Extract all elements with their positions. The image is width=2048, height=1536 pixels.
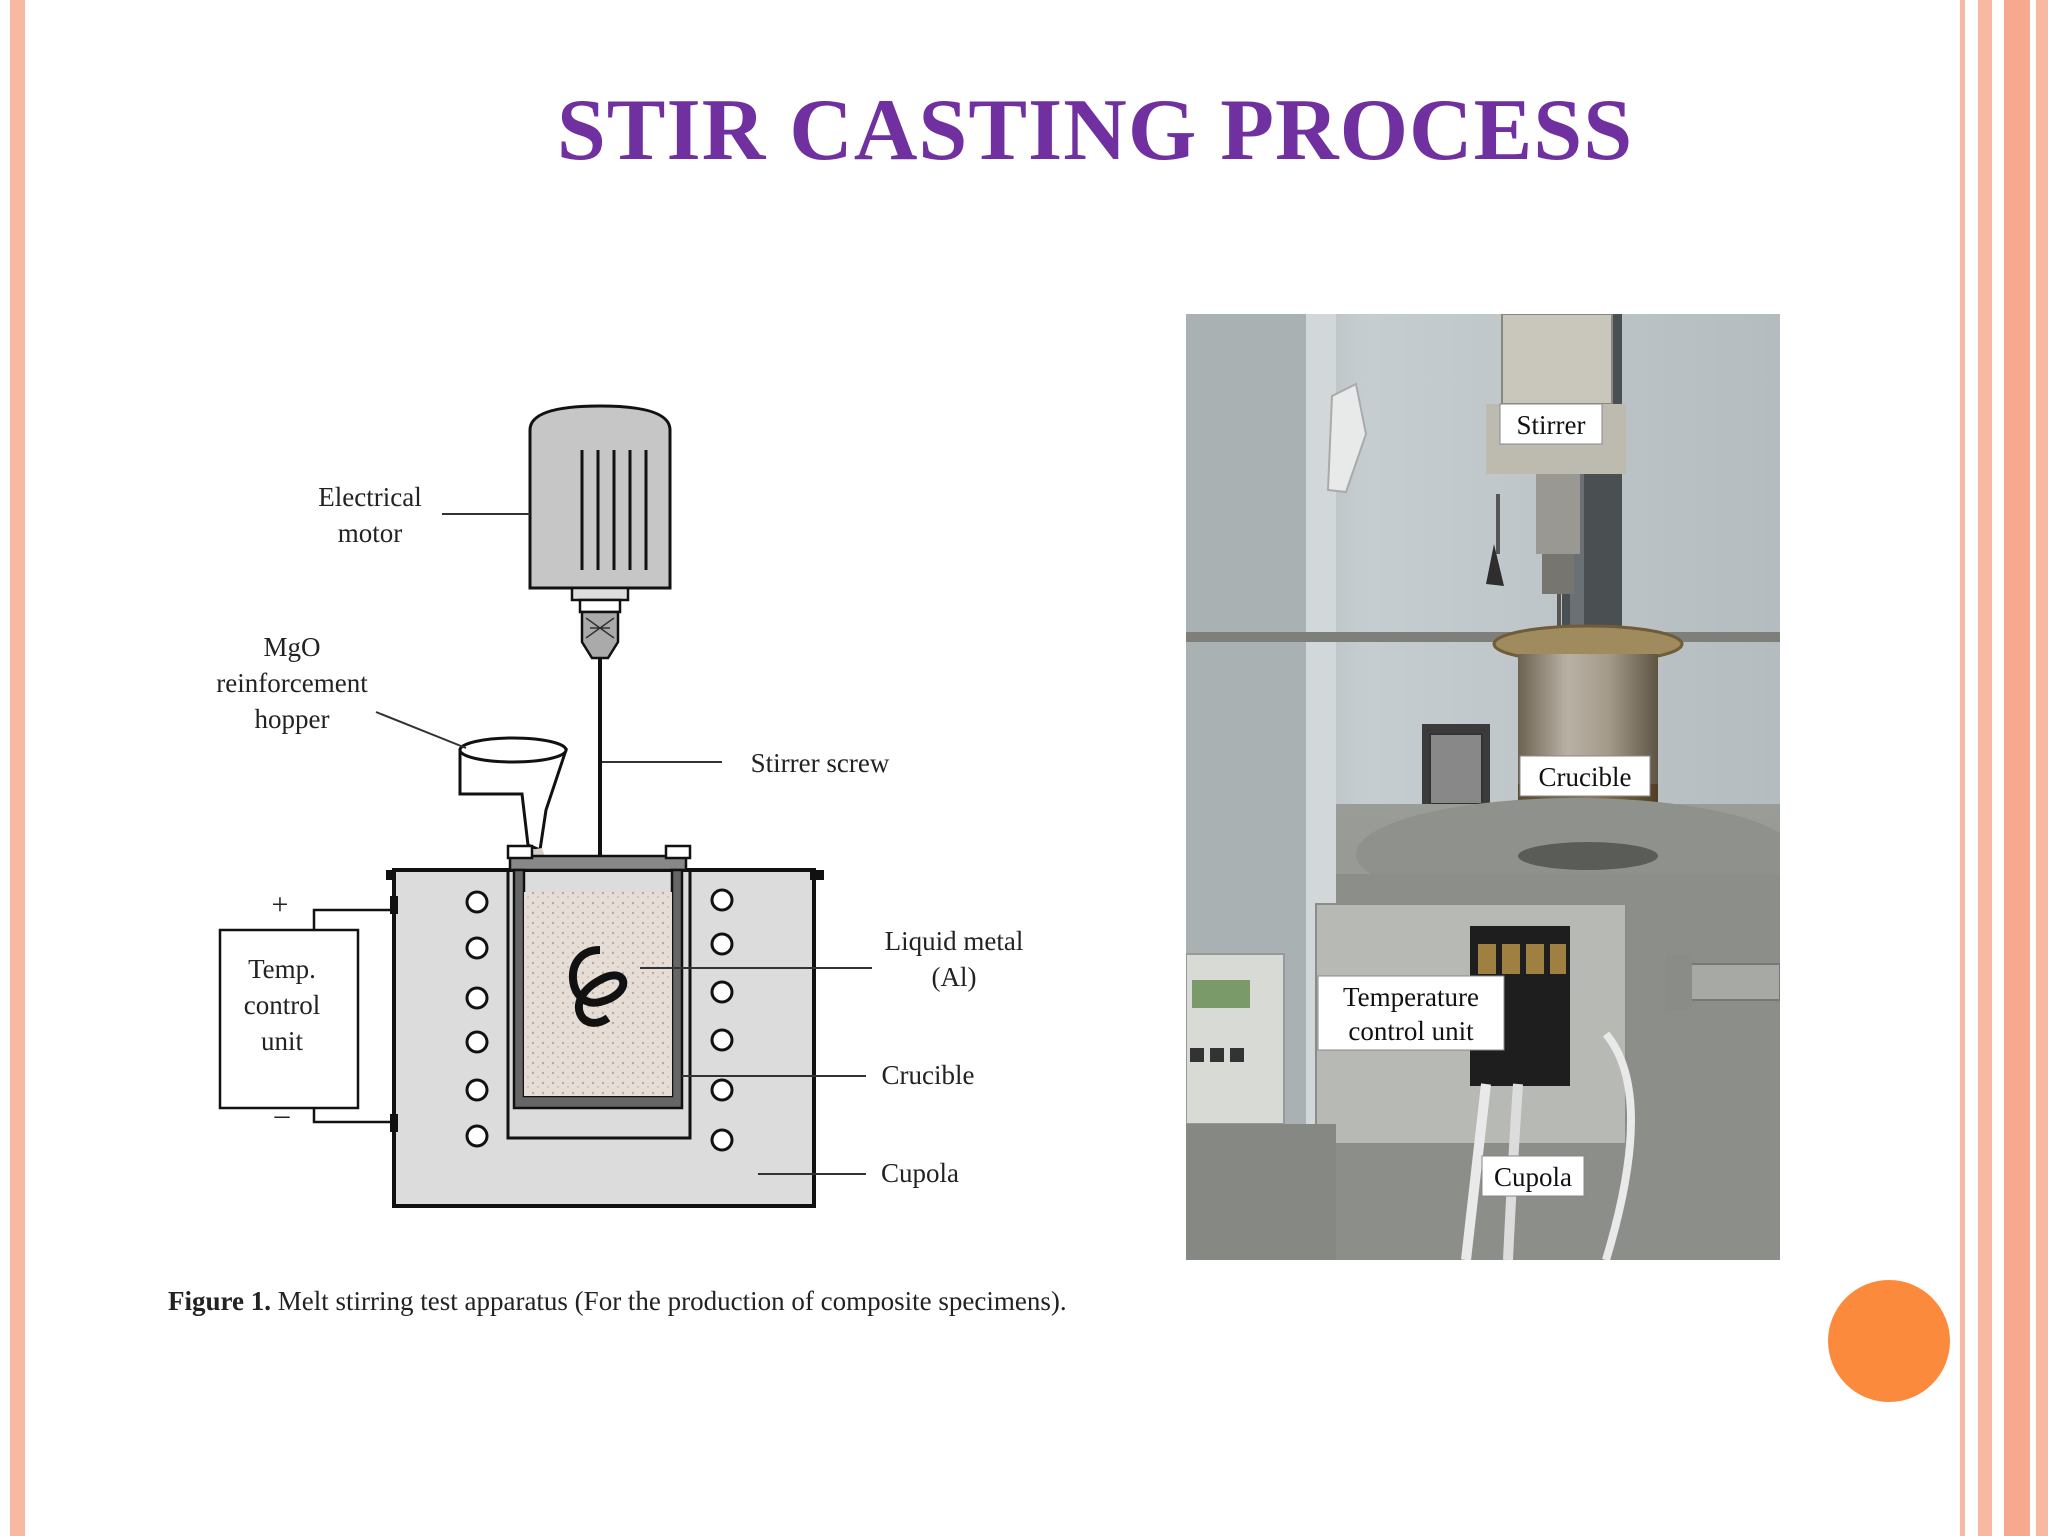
photo-label-box-temp (1317, 975, 1505, 1051)
label-hopper-3: hopper (255, 704, 330, 734)
photo-label-box-stirrer (1499, 403, 1603, 445)
slide-border-right (1960, 0, 1965, 1536)
label-liquid-metal-2: (Al) (932, 962, 977, 992)
photo-label-temp-2: control unit (1348, 1016, 1474, 1046)
slide-border-left (10, 0, 25, 1536)
photo-label-box-crucible (1519, 755, 1651, 797)
crucible (506, 844, 692, 1140)
label-temp-3: unit (261, 1026, 304, 1056)
label-liquid-metal-1: Liquid metal (885, 926, 1024, 956)
label-stirrer-screw: Stirrer screw (751, 748, 890, 778)
apparatus-photo: Stirrer Crucible Temperature control uni… (1186, 314, 1780, 1260)
slide-border-right (2036, 0, 2048, 1536)
label-cupola: Cupola (881, 1158, 959, 1188)
stir-casting-schematic: Electrical motor MgO reinforcement hoppe… (216, 404, 1024, 1208)
slide-title: STIR CASTING PROCESS (556, 82, 1634, 179)
photo-label-temp-1: Temperature (1343, 982, 1479, 1012)
label-temp-1: Temp. (248, 954, 316, 984)
photo-label-box-cupola (1481, 1155, 1585, 1197)
photo-label-crucible: Crucible (1539, 762, 1632, 792)
label-electrical-motor-2: motor (338, 518, 403, 548)
label-electrical-motor-1: Electrical (318, 482, 421, 512)
label-temp-2: control (244, 990, 320, 1020)
caption-prefix: Figure 1. (168, 1286, 271, 1316)
stirrer-impeller (569, 946, 628, 1027)
slide-border-right (1978, 0, 1992, 1536)
caption-text: Melt stirring test apparatus (For the pr… (271, 1286, 1067, 1316)
photo-label-cupola: Cupola (1494, 1162, 1572, 1192)
photo-label-stirrer: Stirrer (1517, 410, 1586, 440)
label-hopper-1: MgO (263, 632, 320, 662)
label-minus: – (274, 1098, 291, 1131)
electrical-motor (528, 404, 672, 660)
slide-border-right (2004, 0, 2030, 1536)
figure-caption: Figure 1. Melt stirring test apparatus (… (168, 1286, 1067, 1317)
label-crucible: Crucible (882, 1060, 975, 1090)
heating-coils (465, 888, 734, 1152)
decorative-dot (1828, 1280, 1950, 1402)
temp-control-unit (218, 928, 360, 1110)
label-hopper-2: reinforcement (216, 668, 368, 698)
label-plus: + (272, 888, 289, 921)
